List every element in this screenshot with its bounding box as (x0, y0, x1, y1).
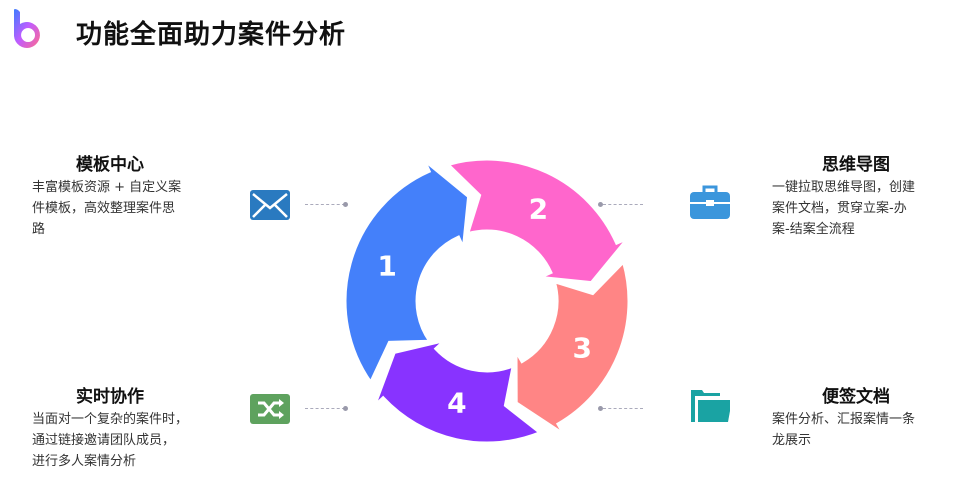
feature-desc-realtime-collab: 当面对一个复杂的案件时， 通过链接邀请团队成员， 进行多人案情分析 (32, 409, 188, 472)
desc-line: 案件分析、汇报案情一条 (772, 412, 916, 427)
segment-1-arrow (343, 159, 471, 386)
connector-line (305, 204, 345, 205)
segment-4-arrow (372, 337, 544, 445)
desc-line: 丰富模板资源 + 自定义案 (32, 180, 182, 195)
feature-title-sticky-docs: 便签文档 (822, 387, 890, 407)
feature-title-template-center: 模板中心 (76, 155, 144, 175)
segment-4-number: 4 (447, 387, 466, 420)
connector-dot (598, 406, 603, 411)
briefcase-icon (690, 185, 730, 219)
feature-title-mind-map: 思维导图 (822, 155, 890, 175)
envelope-icon (250, 190, 290, 220)
desc-line: 案件文档，贯穿立案-办 (772, 201, 907, 216)
desc-line: 路 (32, 222, 46, 237)
connector-dot (343, 406, 348, 411)
desc-line: 进行多人案情分析 (32, 454, 137, 469)
desc-line: 当面对一个复杂的案件时， (32, 412, 189, 427)
page-title: 功能全面助力案件分析 (76, 20, 347, 50)
segment-2-number: 2 (529, 192, 548, 225)
feature-title-realtime-collab: 实时协作 (76, 387, 144, 407)
desc-line: 龙展示 (772, 433, 812, 448)
connector-dot (598, 202, 603, 207)
connector-line (603, 204, 643, 205)
folder-icon (691, 390, 730, 422)
connector-dot (343, 202, 348, 207)
desc-line: 一键拉取思维导图，创建 (772, 180, 916, 195)
logo-icon (14, 9, 40, 48)
segment-3-arrow (514, 258, 631, 436)
desc-line: 通过链接邀请团队成员， (32, 433, 176, 448)
shuffle-icon (250, 394, 290, 424)
connector-line (603, 408, 643, 409)
desc-line: 案-结案全流程 (772, 222, 855, 237)
segment-3-number: 3 (573, 331, 592, 364)
feature-desc-sticky-docs: 案件分析、汇报案情一条 龙展示 (772, 409, 915, 451)
feature-desc-template-center: 丰富模板资源 + 自定义案 件模板，高效整理案件思 路 (32, 177, 181, 240)
segment-2-arrow (444, 157, 629, 285)
desc-line: 件模板，高效整理案件思 (32, 201, 176, 216)
segment-1-number: 1 (377, 250, 396, 283)
feature-desc-mind-map: 一键拉取思维导图，创建 案件文档，贯穿立案-办 案-结案全流程 (772, 177, 915, 240)
connector-line (305, 408, 345, 409)
